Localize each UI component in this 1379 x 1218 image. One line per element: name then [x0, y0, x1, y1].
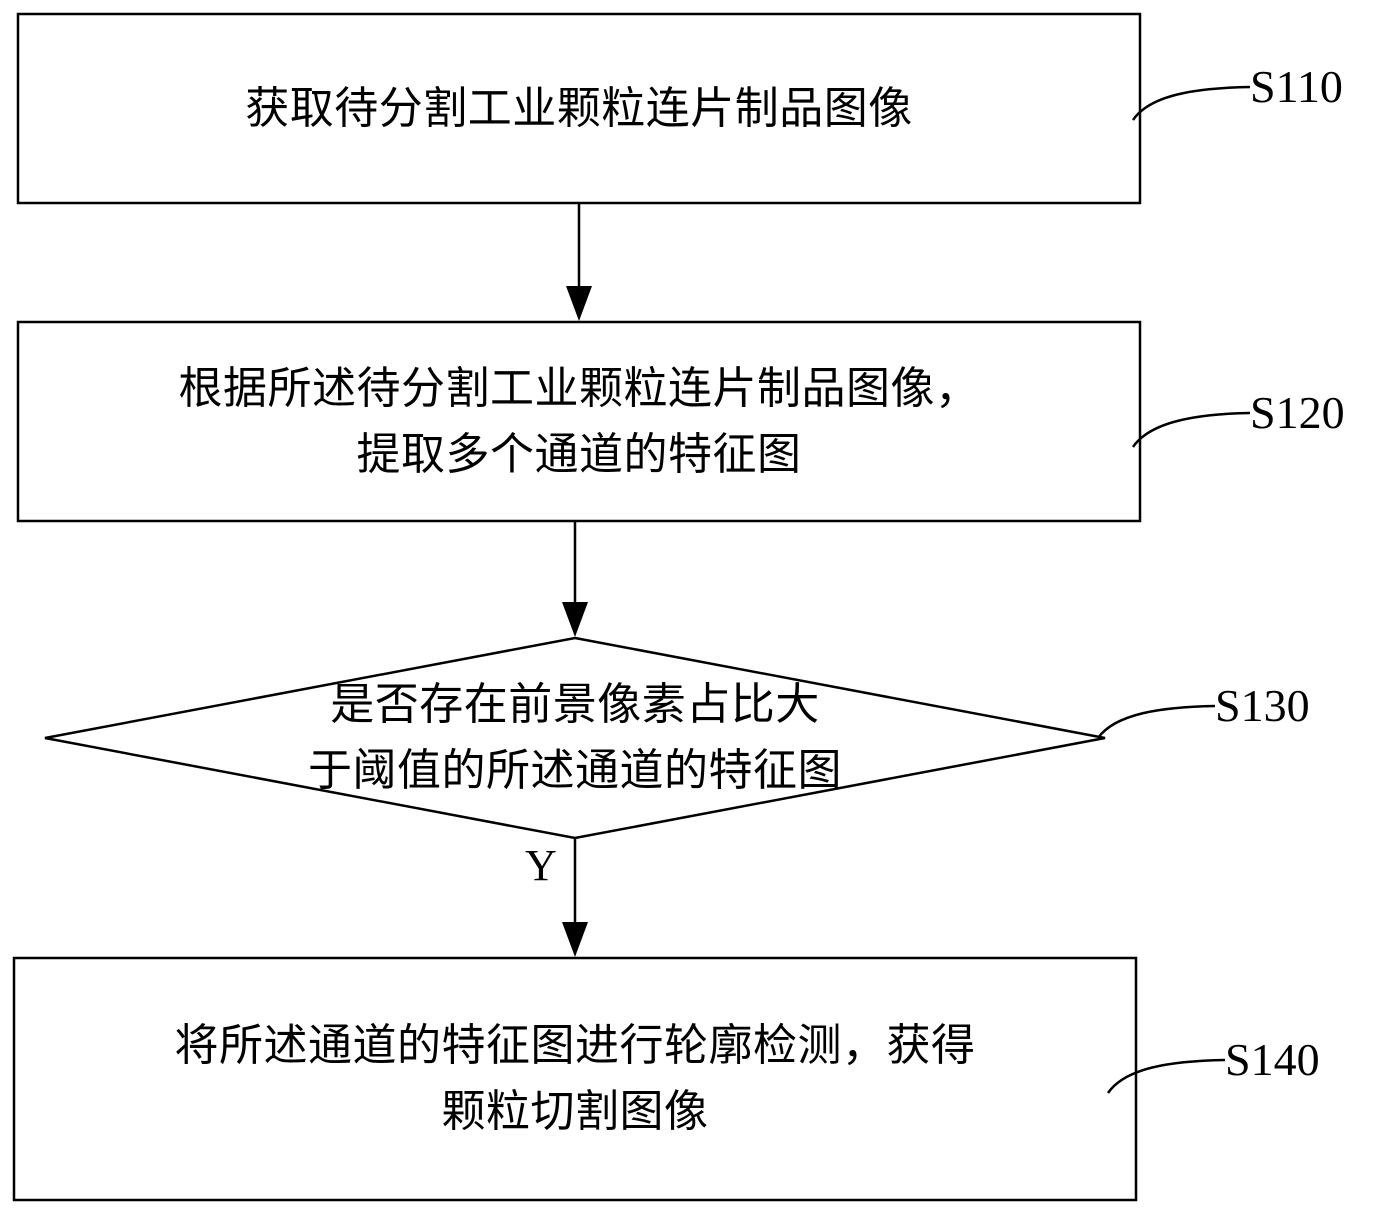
step-s120-line-1: 根据所述待分割工业颗粒连片制品图像，: [178, 362, 980, 414]
leader-s140: [1106, 1058, 1226, 1094]
step-s140-label: S140: [1225, 1034, 1320, 1085]
step-s140-box: [12, 956, 1138, 1202]
step-s130-line-2: 于阈值的所述通道的特征图: [308, 745, 842, 796]
arrow-s130-to-s140: [562, 838, 588, 957]
step-s130-line-1: 是否存在前景像素占比大: [330, 679, 820, 730]
leader-s120: [1131, 411, 1251, 448]
step-s140-line-2: 颗粒切割图像: [441, 1086, 709, 1137]
step-s110-text: 获取待分割工业颗粒连片制品图像: [18, 14, 1140, 203]
arrow-s110-to-s120: [566, 203, 592, 321]
step-s120-text: 根据所述待分割工业颗粒连片制品图像， 提取多个通道的特征图: [18, 322, 1140, 521]
step-s130-label: S130: [1215, 680, 1310, 731]
step-s130-text: 是否存在前景像素占比大 于阈值的所述通道的特征图: [45, 660, 1105, 816]
step-s120-box: [16, 320, 1142, 523]
step-s110-label: S110: [1250, 61, 1343, 112]
step-s110-line-1: 获取待分割工业颗粒连片制品图像: [245, 82, 913, 134]
leader-s110: [1131, 85, 1251, 121]
step-s120-label: S120: [1250, 387, 1345, 438]
step-s120-line-2: 提取多个通道的特征图: [356, 428, 802, 480]
step-s140-line-1: 将所述通道的特征图进行轮廓检测，获得: [174, 1020, 976, 1071]
leader-s130: [1096, 704, 1216, 739]
branch-yes-label: Y: [525, 841, 557, 890]
arrow-s120-to-s130: [562, 521, 588, 637]
step-s140-text: 将所述通道的特征图进行轮廓检测，获得 颗粒切割图像: [14, 958, 1136, 1200]
